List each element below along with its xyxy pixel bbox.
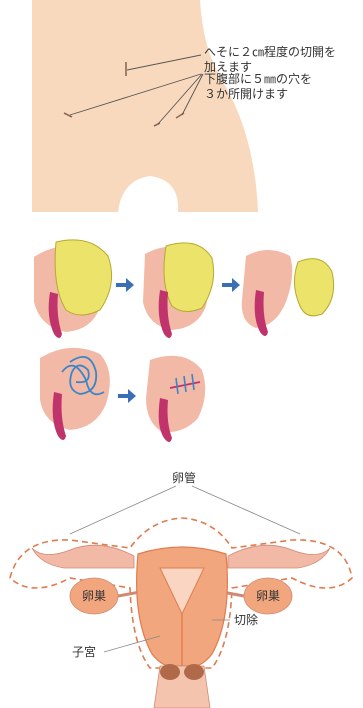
procedure-sequence-panel [0,222,363,472]
procedure-illustration [0,222,363,472]
right-fallopian-tube [228,545,330,568]
incision-panel: へそに２㎝程度の切開を 加えます 下腹部に５㎜の穴を ３か所開けます [0,0,363,212]
arrow-icon [116,278,134,292]
label-ovary-left: 卵巣 [82,589,106,603]
step3-tumor-removed [242,250,334,336]
lower-note-line1: 下腹部に５㎜の穴を [204,71,312,86]
anatomy-panel: 卵管 卵巣 卵巣 子宮 切除 [0,468,363,708]
step2-ovary-incision [143,243,214,338]
label-ovary-right: 卵巣 [256,589,280,603]
arrow-icon [222,278,240,292]
navel-note-line1: へそに２㎝程度の切開を [204,44,336,59]
label-excision: 切除 [234,612,258,627]
step4-suturing [40,348,110,440]
uterus-anatomy-illustration: 卵管 卵巣 卵巣 子宮 切除 [0,468,363,708]
left-fallopian-tube [32,545,134,568]
abdomen-silhouette [32,0,258,212]
label-uterus: 子宮 [72,644,96,659]
step1-ovary-with-tumor [34,240,112,338]
arrow-icon [118,389,136,403]
abdomen-illustration: へそに２㎝程度の切開を 加えます 下腹部に５㎜の穴を ３か所開けます [0,0,363,212]
lower-note-line2: ３か所開けます [204,87,288,101]
step5-sutured-ovary [146,356,205,442]
label-fallopian-tube: 卵管 [172,470,196,485]
